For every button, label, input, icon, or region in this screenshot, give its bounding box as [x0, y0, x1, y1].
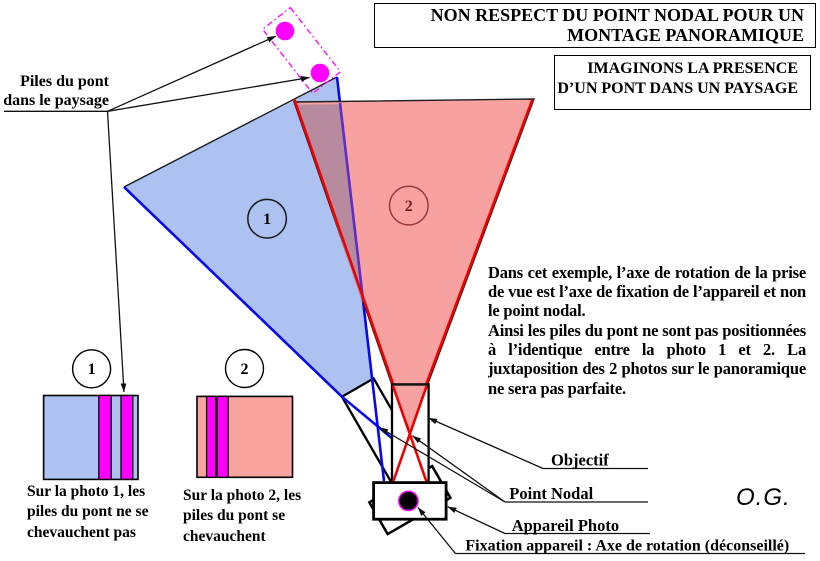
svg-text:Objectif: Objectif [551, 450, 609, 469]
svg-text:Point Nodal: Point Nodal [509, 484, 593, 503]
svg-text:1: 1 [263, 211, 271, 228]
svg-text:Fixation appareil : Axe de rot: Fixation appareil : Axe de rotation (déc… [465, 538, 789, 555]
svg-text:1: 1 [88, 361, 96, 378]
svg-text:2: 2 [405, 198, 413, 215]
svg-text:Appareil Photo: Appareil Photo [512, 516, 619, 535]
svg-text:O.G.: O.G. [736, 484, 791, 511]
svg-text:2: 2 [241, 361, 249, 378]
